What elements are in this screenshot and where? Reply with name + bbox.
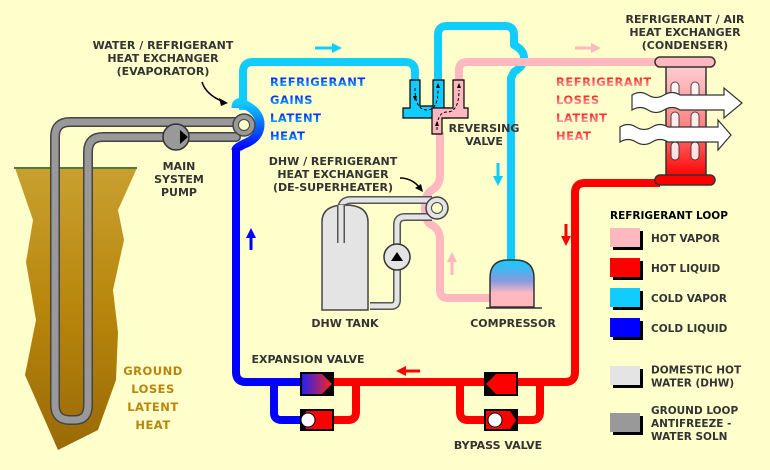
bypass-valve-upper xyxy=(484,372,518,396)
legend-swatch xyxy=(610,258,640,277)
legend-item: HOT VAPOR xyxy=(610,228,720,250)
flow-arrow-cold-vapor-right xyxy=(315,43,342,53)
dhw-pump xyxy=(383,243,411,271)
bypass-branch-pipe xyxy=(456,382,544,424)
legend-item-label: WATER SOLN xyxy=(651,431,727,443)
loses-heat-label: REFRIGERANT LOSES LATENT HEAT xyxy=(556,75,652,143)
loses-heat-label-line1: REFRIGERANT xyxy=(556,75,652,89)
gains-heat-label: REFRIGERANT GAINS LATENT HEAT xyxy=(270,75,366,143)
ground-heat-label-line2: LOSES xyxy=(131,382,175,396)
expansion-valve-label: EXPANSION VALVE xyxy=(252,353,365,366)
ground-loop-pipe xyxy=(50,117,247,425)
dhw-tank xyxy=(321,204,369,311)
desuperheater xyxy=(425,196,449,220)
ground-heat-label-line1: GROUND xyxy=(123,364,183,378)
ground-borehole xyxy=(14,167,137,450)
main-pump-label-line2: SYSTEM xyxy=(154,173,204,186)
condenser-label: REFRIGERANT / AIR HEAT EXCHANGER (CONDEN… xyxy=(625,13,745,52)
legend-item-label: HOT VAPOR xyxy=(651,233,720,245)
expansion-valve xyxy=(300,372,334,396)
cold-vapor-pipe-evaporator-to-valve xyxy=(239,58,419,110)
reversing-valve xyxy=(402,79,469,135)
loses-heat-label-line3: LATENT xyxy=(556,111,608,125)
airflow-arrows xyxy=(619,86,743,152)
condenser-label-line3: (CONDENSER) xyxy=(642,39,728,52)
desuperheater-pointer-arrowhead xyxy=(415,184,423,192)
reversing-valve-label-line2: VALVE xyxy=(465,135,503,148)
legend-swatch xyxy=(610,318,640,337)
main-pump-label-line3: PUMP xyxy=(161,186,197,199)
condenser xyxy=(654,56,716,186)
legend-title: REFRIGERANT LOOP xyxy=(610,210,728,222)
cold-liquid-pipe-valve-to-evaporator xyxy=(232,148,300,386)
legend-item-label: COLD VAPOR xyxy=(651,293,727,305)
legend-item-label: COLD LIQUID xyxy=(651,323,728,335)
hot-liquid-pipe-condenser-to-valves xyxy=(330,179,660,386)
legend-item-label: ANTIFREEZE - xyxy=(651,418,731,430)
legend-item-label: GROUND LOOP xyxy=(651,405,738,417)
main-system-pump xyxy=(162,123,190,151)
compressor-label: COMPRESSOR xyxy=(470,317,556,330)
ground-heat-label: GROUND LOSES LATENT HEAT xyxy=(123,364,183,432)
expansion-bypass-pipe-red xyxy=(332,382,360,424)
legend-item-label: WATER (DHW) xyxy=(651,378,734,390)
legend-item-label: HOT LIQUID xyxy=(651,263,720,275)
dhw-tank-label: DHW TANK xyxy=(311,317,379,330)
desuperheater-pointer-arrow xyxy=(399,177,421,189)
gains-heat-label-line4: HEAT xyxy=(270,129,305,143)
reversing-valve-label-line1: REVERSING xyxy=(449,122,520,135)
desuperheater-label-line3: (DE-SUPERHEATER) xyxy=(273,181,393,194)
expansion-check-valve xyxy=(300,409,334,431)
desuperheater-label-line2: HEAT EXCHANGER xyxy=(277,168,389,181)
flow-arrow-hot-vapor-up xyxy=(447,252,457,275)
compressor xyxy=(486,259,542,309)
evaporator-label-line3: (EVAPORATOR) xyxy=(117,65,210,78)
legend-item: HOT LIQUID xyxy=(610,258,720,280)
legend-item-label: DOMESTIC HOT xyxy=(651,365,742,377)
ground-heat-label-line3: LATENT xyxy=(127,400,179,414)
legend-swatch xyxy=(610,366,640,385)
desuperheater-label: DHW / REFRIGERANT HEAT EXCHANGER (DE-SUP… xyxy=(269,155,398,194)
bypass-check-valve xyxy=(484,409,518,431)
evaporator-label-line2: HEAT EXCHANGER xyxy=(107,52,219,65)
gains-heat-label-line2: GAINS xyxy=(270,93,313,107)
condenser-label-line1: REFRIGERANT / AIR xyxy=(625,13,745,26)
legend-item: COLD LIQUID xyxy=(610,318,728,340)
expansion-bypass-pipe xyxy=(270,382,300,424)
evaporator xyxy=(231,98,265,152)
main-pump-label-line1: MAIN xyxy=(163,160,196,173)
condenser-label-line2: HEAT EXCHANGER xyxy=(629,26,741,39)
legend-swatch xyxy=(610,288,640,307)
legend-item: COLD VAPOR xyxy=(610,288,727,310)
flow-arrow-hot-vapor-right xyxy=(575,43,601,53)
evaporator-label-line1: WATER / REFRIGERANT xyxy=(93,39,234,52)
desuperheater-label-line1: DHW / REFRIGERANT xyxy=(269,155,398,168)
gains-heat-label-line3: LATENT xyxy=(270,111,322,125)
ground-heat-label-line4: HEAT xyxy=(135,418,170,432)
bypass-valve-label: BYPASS VALVE xyxy=(454,439,542,452)
main-pump-label: MAIN SYSTEM PUMP xyxy=(154,160,204,199)
flow-arrow-cold-vapor-down xyxy=(493,163,503,186)
loses-heat-label-line4: HEAT xyxy=(556,129,591,143)
hot-vapor-pipe-valve-to-condenser xyxy=(455,58,660,84)
flow-arrow-cold-liquid-up xyxy=(246,228,256,250)
evaporator-pointer-arrowhead xyxy=(219,98,228,106)
loses-heat-label-line2: LOSES xyxy=(556,93,600,107)
flow-arrow-hot-liquid-left xyxy=(396,366,420,376)
gains-heat-label-line1: REFRIGERANT xyxy=(270,75,366,89)
reversing-valve-label: REVERSING VALVE xyxy=(449,122,520,148)
legend-swatch xyxy=(610,228,640,247)
legend: REFRIGERANT LOOP HOT VAPOR HOT LIQUID COLD… xyxy=(610,210,742,443)
evaporator-label: WATER / REFRIGERANT HEAT EXCHANGER (EVAP… xyxy=(93,39,234,78)
flow-arrow-hot-liquid-down xyxy=(561,224,571,246)
legend-swatch xyxy=(610,413,640,432)
